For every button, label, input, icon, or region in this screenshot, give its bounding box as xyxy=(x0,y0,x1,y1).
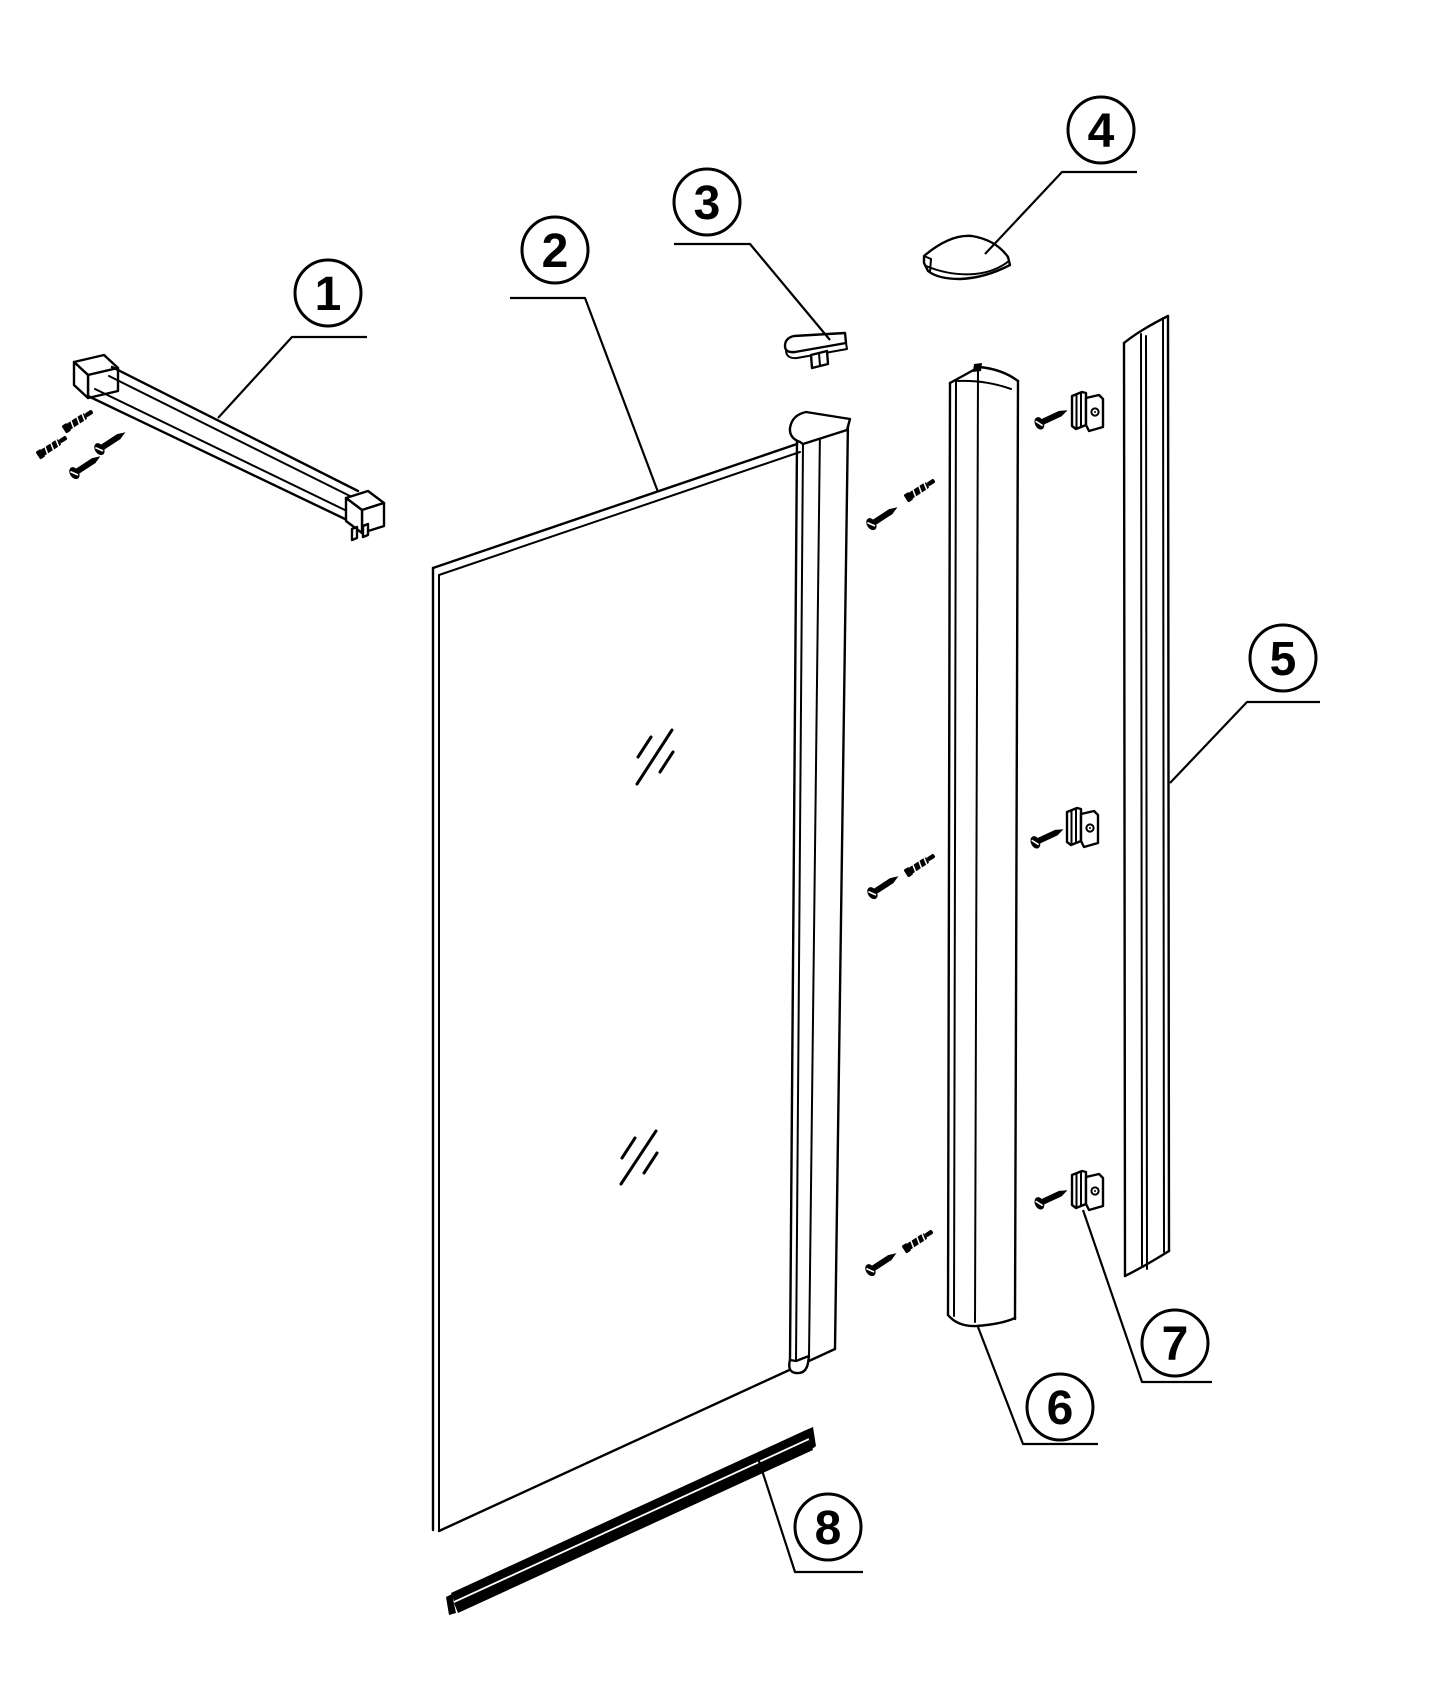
wall-mount-block xyxy=(72,353,120,400)
callout-7-label: 7 xyxy=(1162,1318,1189,1371)
wall-profile xyxy=(1122,314,1171,1278)
callout-5-label: 5 xyxy=(1270,633,1297,686)
callout-1: 1 xyxy=(217,258,367,419)
wall-screws-and-anchors xyxy=(34,406,130,482)
callout-1-label: 1 xyxy=(315,268,342,321)
glass-shine-marks xyxy=(619,728,675,1186)
bottom-seal-rail xyxy=(446,1427,816,1615)
clamp-clips xyxy=(1027,390,1105,1212)
clip-icon xyxy=(1065,806,1100,849)
screw-icon xyxy=(1027,822,1068,851)
callout-2-label: 2 xyxy=(542,225,569,278)
anchor-icon xyxy=(902,475,938,504)
callout-6: 6 xyxy=(976,1326,1098,1446)
callout-3-label: 3 xyxy=(694,177,721,230)
callout-4: 4 xyxy=(984,95,1137,255)
anchor-icon xyxy=(900,1226,936,1255)
support-bar-assembly xyxy=(34,353,386,542)
profile-screws-and-anchors xyxy=(862,475,938,1279)
callout-6-label: 6 xyxy=(1047,1382,1074,1435)
screw-icon xyxy=(66,450,105,482)
top-cap-small xyxy=(783,331,848,370)
anchor-icon xyxy=(34,432,70,461)
callout-3: 3 xyxy=(672,167,831,341)
clip-icon xyxy=(1070,390,1105,433)
support-bar xyxy=(86,365,360,521)
corner-cap xyxy=(922,234,1012,281)
callout-8-label: 8 xyxy=(815,1502,842,1555)
screw-icon xyxy=(863,501,902,533)
callout-8: 8 xyxy=(756,1457,863,1574)
screw-icon xyxy=(91,426,130,458)
callout-4-label: 4 xyxy=(1088,105,1115,158)
anchor-icon xyxy=(902,850,938,879)
callouts: 1 2 3 4 5 6 7 xyxy=(217,95,1320,1574)
anchor-icon xyxy=(60,406,96,435)
profile-top-cap xyxy=(788,410,852,446)
screw-icon xyxy=(864,870,903,902)
glass-clamp-end xyxy=(344,489,386,542)
screw-icon xyxy=(1031,1183,1072,1212)
door-edge-profile xyxy=(788,410,852,1375)
clip-icon xyxy=(1070,1169,1105,1212)
callout-2: 2 xyxy=(510,215,660,493)
callout-7: 7 xyxy=(1081,1209,1212,1384)
profile-bottom-cap xyxy=(788,1354,811,1375)
screw-icon xyxy=(862,1247,901,1279)
curved-pivot-profile xyxy=(946,363,1020,1328)
callout-5: 5 xyxy=(1169,623,1320,784)
glass-panel xyxy=(431,442,837,1533)
screw-icon xyxy=(1031,403,1072,432)
